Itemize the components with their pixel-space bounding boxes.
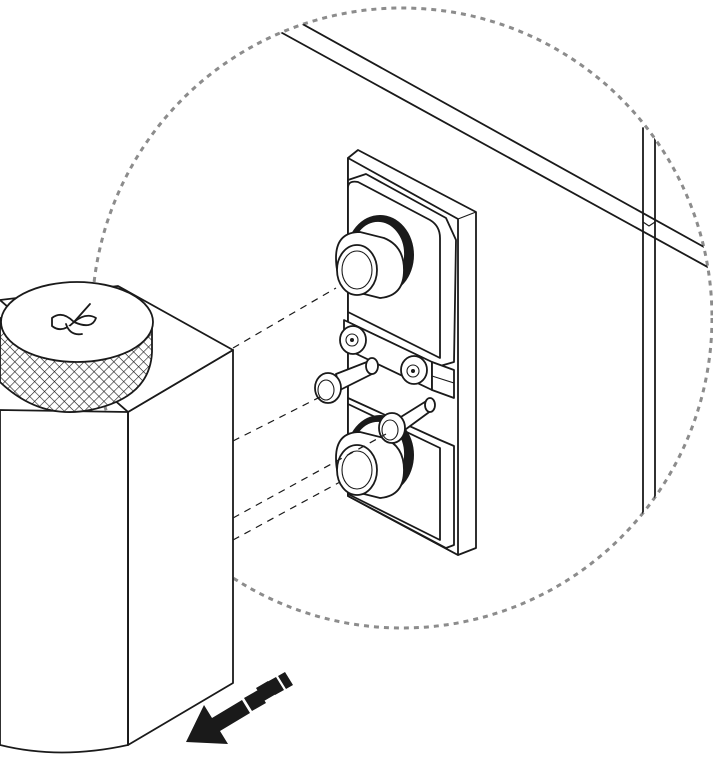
- set-screw-right: [400, 355, 428, 385]
- locking-pin-lower: [378, 397, 436, 444]
- set-screw-left: [339, 325, 367, 355]
- upper-pipe-socket: [335, 215, 414, 299]
- detail-view: [90, 6, 713, 630]
- knurled-knob: [0, 281, 154, 413]
- removal-arrow-icon: [186, 672, 293, 744]
- wall-tile-joints: [254, 8, 712, 532]
- key-symbol-icon: [51, 303, 97, 336]
- locking-pin-upper: [314, 357, 379, 404]
- alignment-lines: [232, 287, 387, 541]
